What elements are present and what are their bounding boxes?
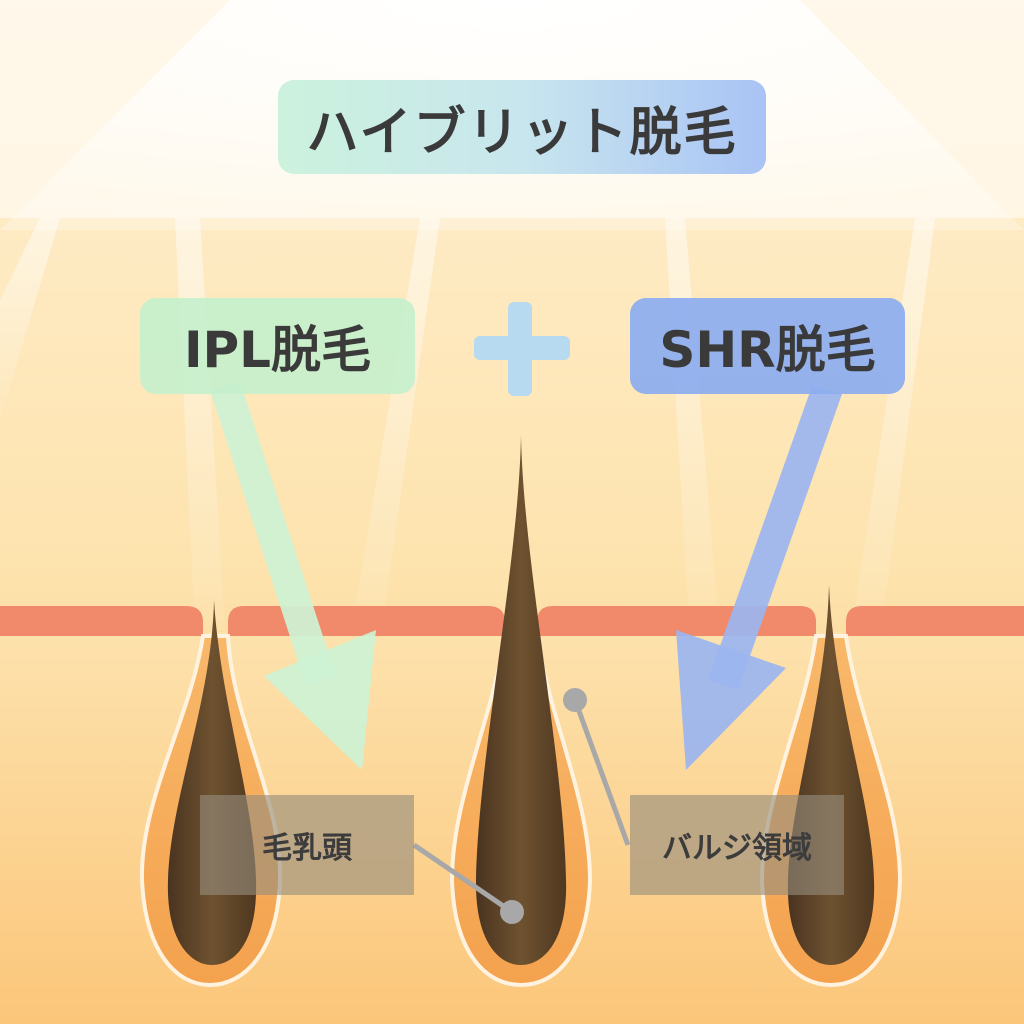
epidermis-segment	[0, 606, 203, 636]
shr-arrow-shaft	[708, 386, 842, 690]
ipl-arrow-head	[264, 630, 376, 770]
bulge-region-label: バルジ領域	[630, 795, 844, 895]
bulge-pointer-dot	[563, 688, 587, 712]
shr-arrow	[676, 386, 842, 770]
bulge-pointer-line	[572, 699, 631, 846]
papilla-pointer-line	[412, 842, 514, 915]
hair-shaft	[475, 435, 567, 965]
ipl-method-label: IPL脱毛	[140, 298, 415, 394]
light-beam	[350, 218, 440, 640]
epidermis-segment	[846, 606, 1024, 636]
light-beam	[850, 218, 935, 640]
shr-method-label: SHR脱毛	[630, 298, 905, 394]
ipl-arrow	[210, 382, 376, 770]
papilla-pointer-dot	[500, 900, 524, 924]
pointers	[412, 688, 631, 924]
diagram-title: ハイブリット脱毛	[278, 80, 766, 174]
shr-arrow-head	[676, 630, 786, 770]
ipl-arrow-shaft	[210, 382, 336, 686]
plus-horizontal	[474, 336, 570, 360]
plus-icon	[474, 302, 570, 396]
hair-follicle-2	[449, 435, 593, 988]
papilla-label: 毛乳頭	[200, 795, 414, 895]
light-beam	[0, 218, 60, 420]
epidermis-segment	[228, 606, 505, 636]
